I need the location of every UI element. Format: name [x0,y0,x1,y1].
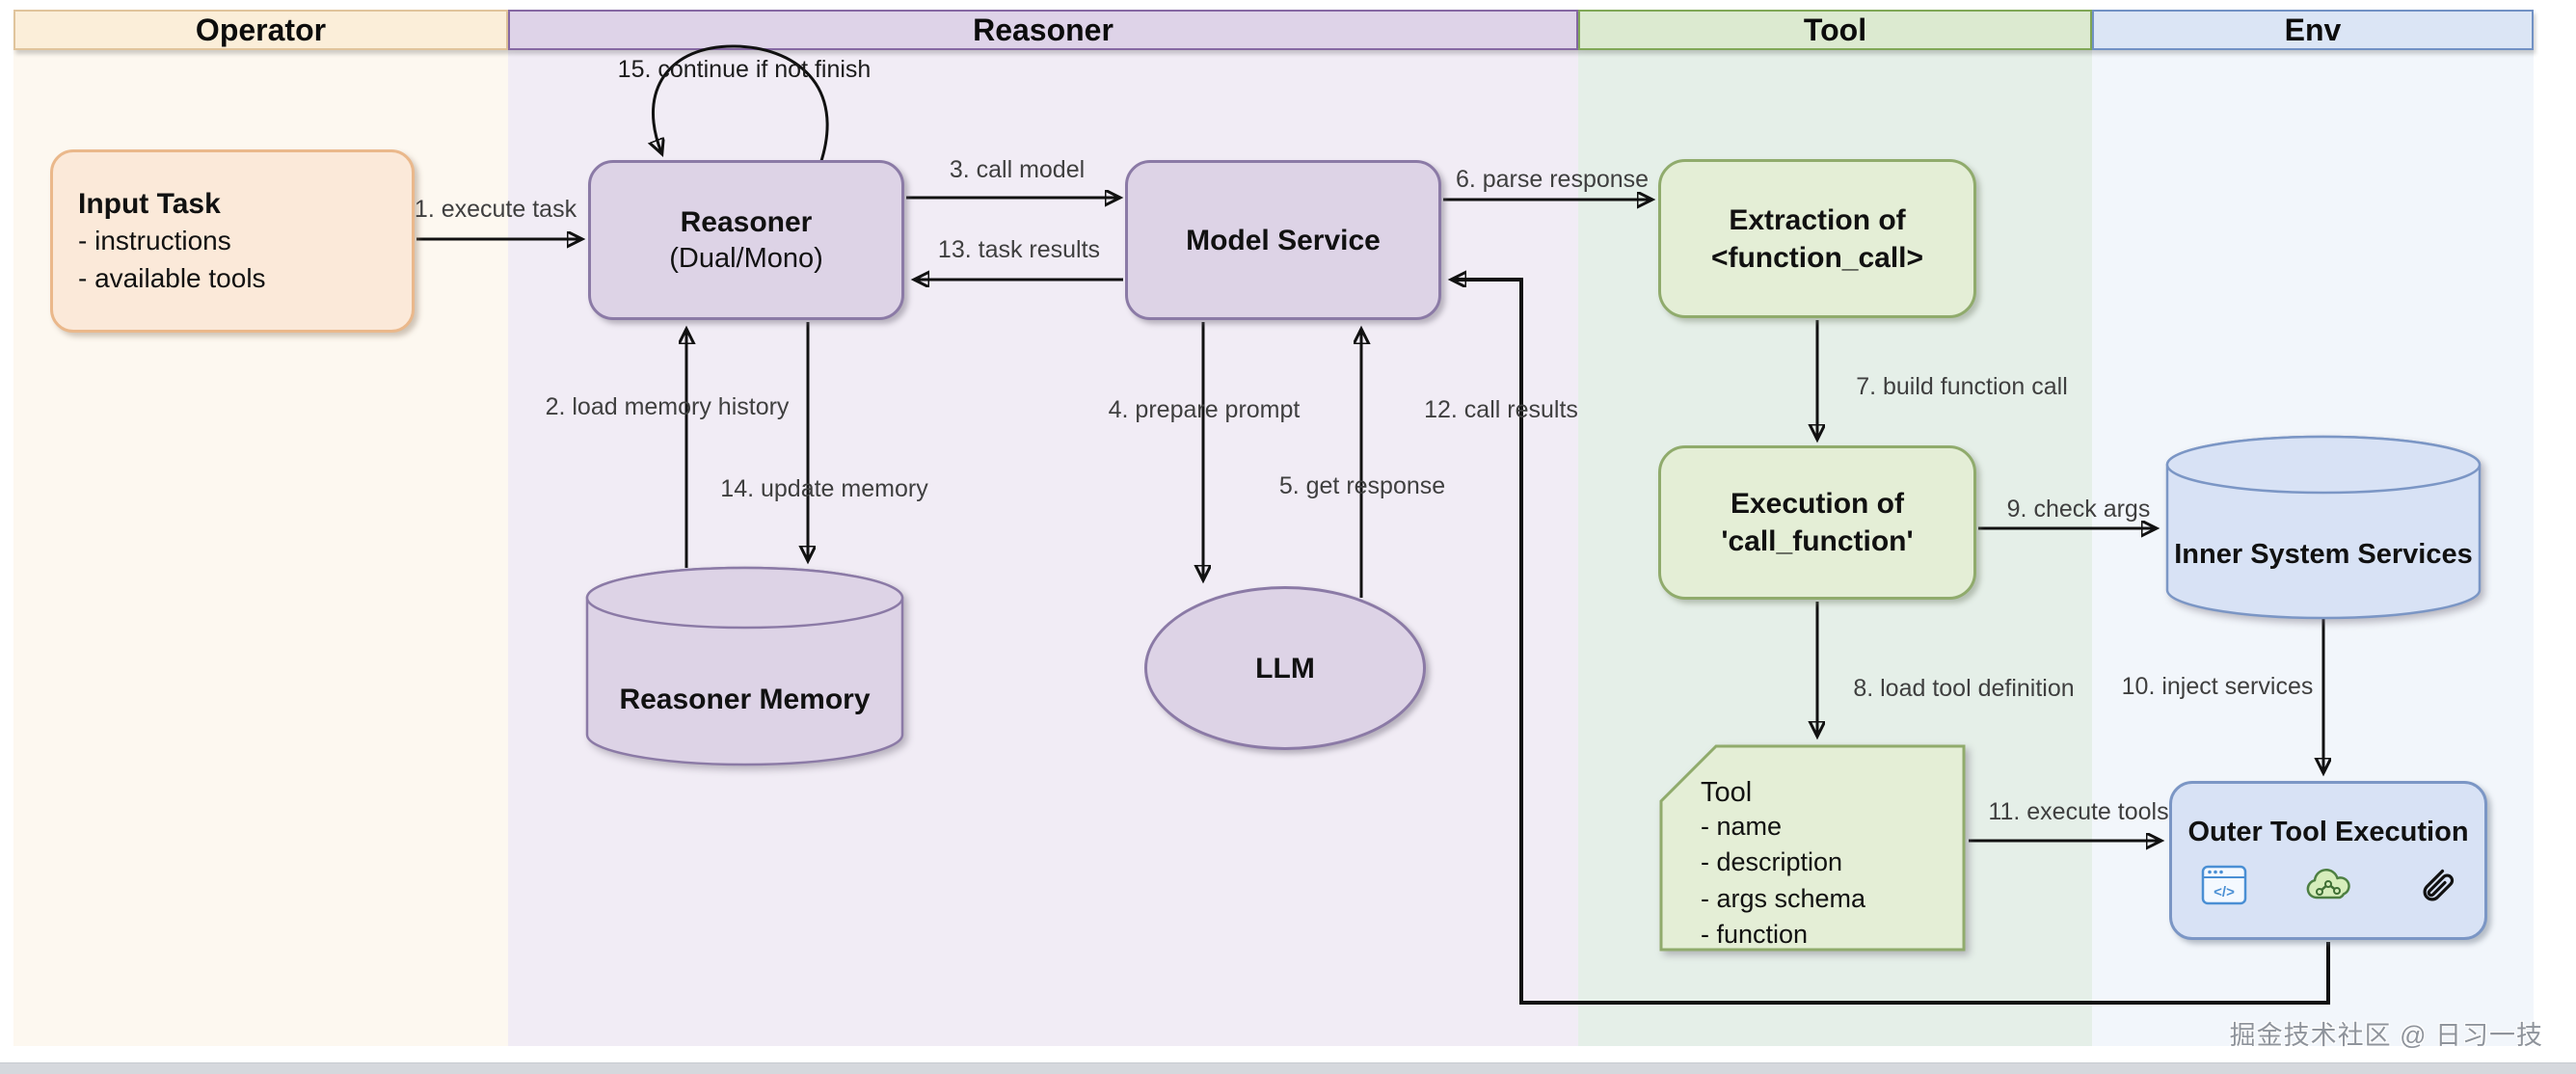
reasoner-memory-title: Reasoner Memory [619,684,871,715]
reasoner-title: Reasoner [680,205,813,238]
cloud-share-icon [2306,869,2350,899]
edge-label-task-results: 13. task results [937,236,1101,263]
extraction-title-line2: <function_call> [1710,241,1924,274]
lane-header-operator: Operator [13,10,508,50]
lane-label-tool: Tool [1803,12,1867,47]
tool-note-item: - name [1701,812,1783,841]
input-task-item: - available tools [78,262,266,293]
tool-note-item: - function [1701,919,1809,949]
tool-note-title: Tool [1701,777,1753,808]
lane-label-reasoner: Reasoner [973,12,1114,47]
input-task-title: Input Task [78,187,221,220]
node-extraction: Extraction of <function_call> [1658,159,1976,318]
outer-tool-icon-row: </> [2201,864,2455,906]
lane-header-tool: Tool [1578,10,2092,50]
bottom-divider-bar [0,1062,2576,1074]
edge-label-build-function-call: 7. build function call [1856,373,2068,400]
edge-label-execute-task: 1. execute task [414,196,577,223]
watermark: 掘金技术社区 @ 日习一技 [2229,1021,2543,1050]
lane-label-env: Env [2284,12,2342,47]
node-reasoner: Reasoner (Dual/Mono) [588,160,904,320]
edge-label-check-args: 9. check args [2006,496,2151,523]
edge-label-get-response: 5. get response [1278,472,1446,499]
node-model-service: Model Service [1125,160,1441,320]
cylinder-shape [585,566,904,766]
lane-header-reasoner: Reasoner [508,10,1578,50]
node-outer-tool: Outer Tool Execution </> [2169,781,2487,940]
edge-label-execute-tools: 11. execute tools [1988,798,2169,825]
svg-text:</>: </> [2214,884,2235,900]
extraction-title-line1: Extraction of [1729,203,1906,236]
tool-note-item: - args schema [1701,883,1866,913]
node-inner-services: Inner System Services [2164,434,2482,622]
input-task-item: - instructions [78,225,231,255]
cylinder-shape [2165,435,2482,620]
edge-label-call-model: 3. call model [949,156,1086,183]
llm-title: LLM [1255,652,1315,685]
model-service-title: Model Service [1186,224,1381,256]
edge-label-call-results: 12. call results [1424,396,1578,423]
execution-title-line2: 'call_function' [1721,525,1914,557]
node-execution: Execution of 'call_function' [1658,445,1976,600]
code-window-icon: </> [2201,866,2247,905]
edge-label-update-memory: 14. update memory [720,475,928,502]
node-input-task: Input Task - instructions - available to… [50,149,415,333]
tool-note-item: - description [1701,847,1843,877]
outer-tool-title: Outer Tool Execution [2187,816,2469,847]
tool-note-shape [1659,744,1966,952]
edge-label-prepare-prompt: 4. prepare prompt [1108,396,1301,423]
paperclip-icon [2423,870,2455,901]
execution-title-line1: Execution of [1730,488,1904,520]
lane-header-env: Env [2092,10,2534,50]
edge-label-continue-loop: 15. continue if not finish [617,56,872,83]
node-reasoner-memory: Reasoner Memory [584,565,905,767]
inner-services-title: Inner System Services [2174,538,2473,570]
node-tool-note: Tool - name - description - args schema … [1658,744,1967,953]
edge-label-load-tool-definition: 8. load tool definition [1853,675,2075,702]
edge-label-inject-services: 10. inject services [2121,673,2314,700]
edge-label-load-memory-history: 2. load memory history [545,393,790,420]
lane-label-operator: Operator [195,12,327,47]
edge-label-parse-response: 6. parse response [1455,166,1650,193]
reasoner-subtitle: (Dual/Mono) [669,242,823,274]
node-llm: LLM [1144,586,1426,750]
